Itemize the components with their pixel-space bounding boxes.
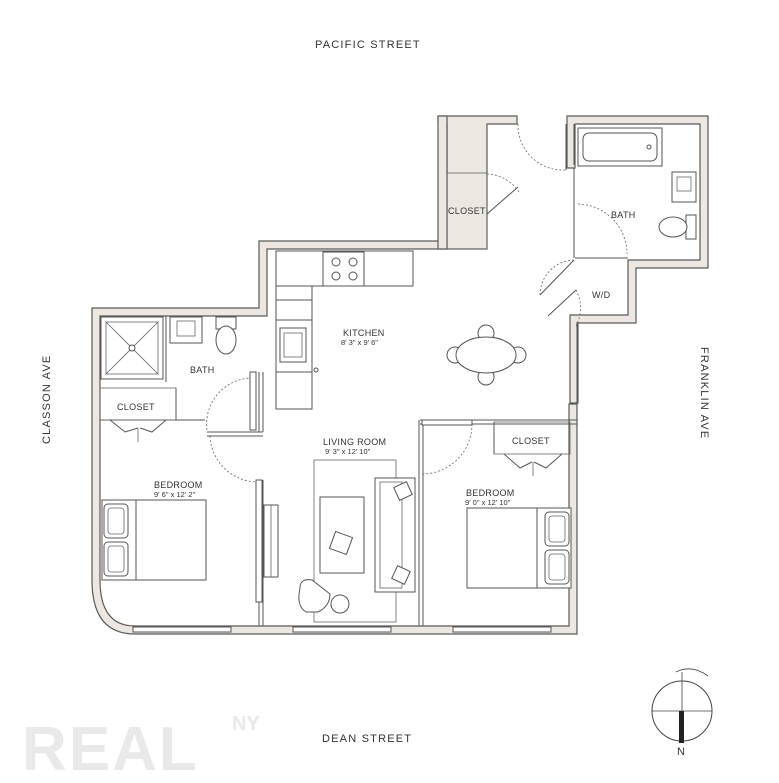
watermark-logo: REAL NY bbox=[22, 713, 260, 783]
street-north-label: PACIFIC STREET bbox=[315, 39, 421, 51]
living-room-dims: 9' 3" x 12' 10" bbox=[325, 447, 371, 456]
watermark-sup: NY bbox=[232, 713, 260, 735]
bedroom-east-dims: 9' 0" x 12' 10" bbox=[465, 498, 511, 507]
west-closet bbox=[99, 387, 177, 442]
entry-closet bbox=[446, 123, 567, 250]
bath-east-label: BATH bbox=[611, 210, 636, 220]
bedroom-west-label: BEDROOM bbox=[154, 480, 203, 490]
east-bath-fixtures bbox=[577, 127, 697, 255]
watermark-text: REAL bbox=[22, 715, 199, 783]
south-windows bbox=[132, 626, 552, 633]
closet-west-label: CLOSET bbox=[117, 402, 155, 412]
wd-label: W/D bbox=[592, 290, 611, 300]
west-bath-fixtures bbox=[100, 316, 257, 431]
east-bedroom-fixtures bbox=[466, 507, 572, 589]
compass-icon bbox=[651, 668, 713, 743]
bath-west-label: BATH bbox=[190, 365, 215, 375]
closet-east-label: CLOSET bbox=[512, 436, 550, 446]
bedroom-east-label: BEDROOM bbox=[466, 488, 515, 498]
compass-label: N bbox=[677, 746, 685, 758]
bedroom-west-dims: 9' 6" x 12' 2" bbox=[154, 490, 195, 499]
kitchen-fixtures bbox=[275, 250, 527, 410]
living-room-label: LIVING ROOM bbox=[323, 437, 386, 447]
kitchen-label: KITCHEN bbox=[343, 328, 385, 338]
west-bedroom-fixtures bbox=[101, 479, 263, 603]
living-room-fixtures bbox=[209, 419, 473, 623]
street-east-label: FRANKLIN AVE bbox=[698, 347, 710, 439]
kitchen-dims: 8' 3" x 9' 6" bbox=[341, 338, 378, 347]
closet-entry-label: CLOSET bbox=[448, 206, 486, 216]
east-closet bbox=[493, 421, 571, 476]
street-south-label: DEAN STREET bbox=[322, 733, 412, 745]
street-west-label: CLASSON AVE bbox=[41, 355, 53, 444]
wd-closet bbox=[539, 259, 581, 327]
